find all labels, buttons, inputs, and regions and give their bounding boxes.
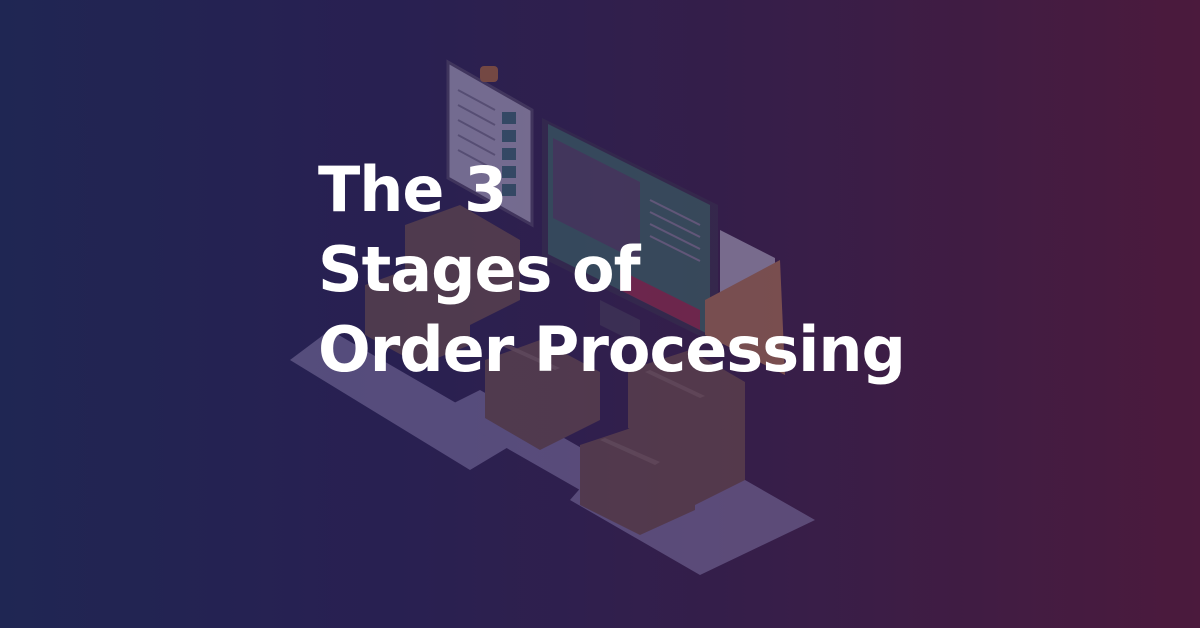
cardboard-box-icon — [365, 205, 745, 535]
monitor-icon — [542, 118, 718, 345]
envelope-icon — [705, 230, 785, 375]
title-line-3: Order Processing — [318, 313, 906, 386]
conveyor-platform-icon — [290, 330, 520, 470]
hero-title: The 3 Stages of Order Processing — [318, 150, 906, 390]
box-tape — [500, 343, 705, 465]
clipboard-icon — [446, 59, 534, 228]
title-line-1: The 3 — [318, 153, 507, 226]
title-line-2: Stages of — [318, 233, 641, 306]
